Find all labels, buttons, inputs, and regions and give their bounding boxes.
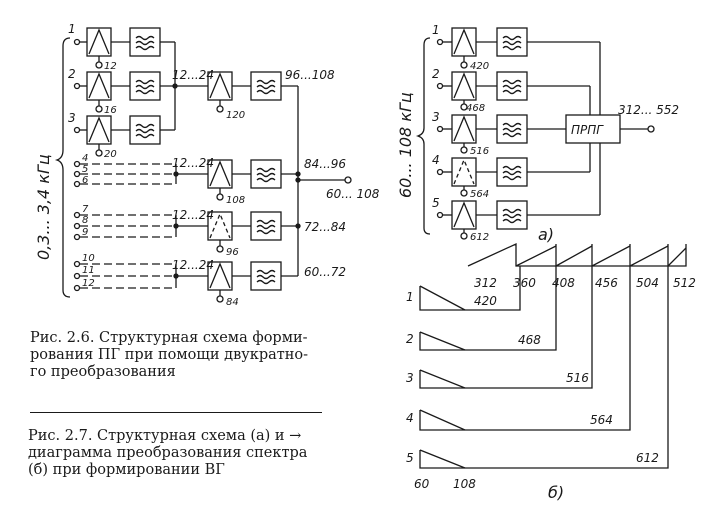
input-9: 9 bbox=[82, 227, 88, 238]
top-tick-456: 456 bbox=[595, 276, 618, 290]
combiner-label: ПРПГ bbox=[571, 123, 604, 137]
stage2-input-label: 12...24 bbox=[172, 68, 214, 82]
fig-2-6-diagram: 0,3... 3,4 кГц bbox=[34, 22, 380, 308]
row-4: 4 bbox=[406, 411, 414, 425]
osc-label-2: 16 bbox=[104, 105, 117, 116]
input-a-2: 2 bbox=[432, 67, 440, 81]
input-brace bbox=[54, 37, 71, 298]
stage2-out-label: 96...108 bbox=[285, 68, 335, 82]
channel-a-5 bbox=[436, 200, 600, 240]
top-tick-312: 312 bbox=[474, 276, 497, 290]
osc-a-1: 420 bbox=[470, 61, 489, 72]
channel-a-4 bbox=[436, 157, 590, 197]
osc-a-3: 516 bbox=[470, 146, 489, 157]
input-11: 11 bbox=[82, 265, 95, 276]
caption-fig-2-6: Рис. 2.6. Структурная схема форми- рован… bbox=[30, 330, 325, 381]
range-label: 0,3... 3,4 кГц bbox=[34, 154, 53, 260]
caption-1-line-2: рования ПГ при помощи двукратно- bbox=[30, 347, 309, 363]
output-label: 60... 108 bbox=[326, 187, 380, 201]
fig-2-7b-diagram: 312 360 408 456 504 512 1 2 3 4 5 420 46… bbox=[406, 242, 696, 502]
group1-osc-label: 108 bbox=[226, 195, 245, 206]
group2-input-label: 12...24 bbox=[172, 208, 214, 222]
caption-separator bbox=[30, 412, 322, 413]
input-3: 3 bbox=[68, 111, 76, 125]
stage2-osc-label: 120 bbox=[226, 110, 245, 121]
range-label-a: 60... 108 кГц bbox=[396, 92, 415, 198]
osc-a-5: 612 bbox=[470, 232, 489, 243]
group1-input-label: 12...24 bbox=[172, 156, 214, 170]
row-5: 5 bbox=[406, 451, 414, 465]
group-4-6 bbox=[73, 159, 298, 201]
group3-input-label: 12...24 bbox=[172, 258, 214, 272]
stage-2 bbox=[207, 71, 298, 113]
caption-1-line-3: го преобразования bbox=[30, 364, 176, 380]
channel-a-3 bbox=[436, 114, 566, 154]
input-12: 12 bbox=[82, 278, 95, 289]
channel-2 bbox=[73, 71, 208, 113]
osc-label-1: 12 bbox=[104, 61, 117, 72]
caption-fig-2-7: Рис. 2.7. Структурная схема (а) и → диаг… bbox=[28, 428, 328, 479]
input-2: 2 bbox=[68, 67, 76, 81]
input-4: 4 bbox=[82, 153, 88, 164]
input-brace-a bbox=[415, 37, 431, 235]
group-10-12 bbox=[73, 260, 298, 303]
input-6: 6 bbox=[82, 175, 88, 186]
row-value-420: 420 bbox=[474, 294, 497, 308]
panel-label-a: а) bbox=[538, 225, 554, 244]
caption-1-line-1: Рис. 2.6. Структурная схема форми- bbox=[30, 330, 308, 346]
channel-a-2 bbox=[436, 71, 590, 111]
input-a-5: 5 bbox=[432, 196, 440, 210]
caption-2-line-1: Рис. 2.7. Структурная схема (а) и → bbox=[28, 428, 302, 444]
fig-2-7a-diagram: 60... 108 кГц bbox=[396, 23, 679, 244]
channel-a-1 bbox=[436, 27, 600, 69]
output-label-a: 312... 552 bbox=[618, 103, 679, 117]
caption-2-line-3: (б) при формировании ВГ bbox=[28, 462, 225, 478]
osc-a-2: 468 bbox=[466, 103, 485, 114]
group3-out-label: 60...72 bbox=[304, 265, 346, 279]
group1-out-label: 84...96 bbox=[304, 157, 346, 171]
row-value-468: 468 bbox=[518, 333, 541, 347]
row-value-564: 564 bbox=[590, 413, 613, 427]
input-a-3: 3 bbox=[432, 110, 440, 124]
osc-a-4: 564 bbox=[470, 189, 489, 200]
bottom-tick-60: 60 bbox=[414, 477, 430, 491]
panel-label-b: б) bbox=[548, 483, 564, 502]
group-7-9 bbox=[73, 211, 298, 253]
row-value-516: 516 bbox=[566, 371, 589, 385]
input-1: 1 bbox=[68, 22, 76, 36]
input-10: 10 bbox=[82, 253, 95, 264]
row-3: 3 bbox=[406, 371, 414, 385]
group2-out-label: 72...84 bbox=[304, 220, 346, 234]
bottom-tick-108: 108 bbox=[453, 477, 476, 491]
group2-osc-label: 96 bbox=[226, 247, 239, 258]
channel-1 bbox=[73, 27, 175, 69]
input-a-1: 1 bbox=[432, 23, 440, 37]
spectrum-rows bbox=[419, 266, 669, 469]
osc-label-3: 20 bbox=[104, 149, 117, 160]
group3-osc-label: 84 bbox=[226, 297, 239, 308]
top-tick-360: 360 bbox=[513, 276, 536, 290]
top-tick-512: 512 bbox=[673, 276, 696, 290]
row-value-612: 612 bbox=[636, 451, 659, 465]
input-7: 7 bbox=[82, 204, 89, 215]
input-a-4: 4 bbox=[432, 153, 440, 167]
top-tick-504: 504 bbox=[636, 276, 659, 290]
row-2: 2 bbox=[406, 332, 414, 346]
row-1: 1 bbox=[406, 290, 414, 304]
caption-2-line-2: диаграмма преобразования спектра bbox=[28, 445, 308, 461]
input-8: 8 bbox=[82, 215, 88, 226]
input-5: 5 bbox=[82, 164, 88, 175]
channel-3 bbox=[73, 115, 175, 157]
top-tick-408: 408 bbox=[552, 276, 575, 290]
